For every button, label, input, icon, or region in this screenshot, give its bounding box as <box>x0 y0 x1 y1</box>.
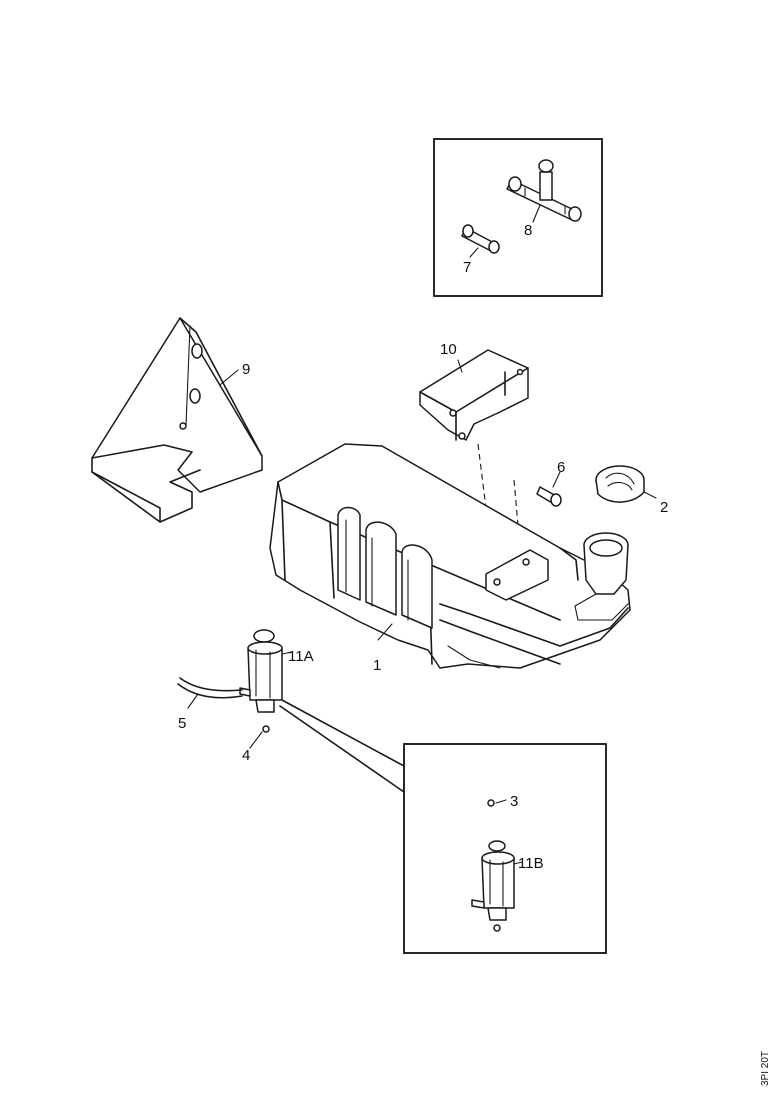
washer-pump-part-11b <box>471 840 515 932</box>
grommet-part-3 <box>487 799 495 807</box>
callout-4: 4 <box>242 747 250 764</box>
callout-10: 10 <box>440 341 457 358</box>
callout-9: 9 <box>242 361 250 378</box>
bolt-part-6 <box>536 486 562 507</box>
leader-10 <box>457 359 463 373</box>
callout-3: 3 <box>510 793 518 810</box>
hose-part-5 <box>177 677 243 699</box>
mounting-bracket-part-10 <box>419 349 529 441</box>
triangular-bracket-part-9 <box>91 317 263 523</box>
filler-cap-part-2 <box>595 465 645 503</box>
callout-6: 6 <box>557 459 565 476</box>
callout-1: 1 <box>373 657 381 674</box>
drawing-reference-code: 3PI 20T <box>760 1051 771 1086</box>
leader-11a <box>281 651 293 655</box>
callout-7: 7 <box>463 259 471 276</box>
leader-7 <box>469 247 479 258</box>
washer-reservoir-part-1 <box>269 443 631 669</box>
leader-4 <box>249 731 263 749</box>
grommet-part-4 <box>262 725 270 733</box>
leader-2 <box>643 491 657 499</box>
detail-pointer-lower <box>279 705 405 793</box>
callout-5: 5 <box>178 715 186 732</box>
leader-1 <box>377 623 393 641</box>
callout-11a: 11A <box>288 648 314 665</box>
leader-5 <box>187 693 199 709</box>
leader-11b <box>513 861 523 865</box>
leader-3 <box>495 799 507 804</box>
callout-11b: 11B <box>518 855 544 872</box>
leader-6 <box>552 471 561 488</box>
leader-9 <box>219 369 239 386</box>
assembly-line-bolt <box>513 479 521 549</box>
callout-2: 2 <box>660 499 668 516</box>
leader-8-top <box>532 204 541 223</box>
callout-8: 8 <box>524 222 532 239</box>
inset-box-connectors <box>433 138 603 297</box>
straight-connector-part-7 <box>461 224 500 254</box>
inset-box-pump-detail <box>403 743 607 954</box>
t-connector-part-8 <box>506 159 582 222</box>
detail-pointer-upper <box>281 699 405 767</box>
washer-pump-part-11a <box>239 629 283 713</box>
